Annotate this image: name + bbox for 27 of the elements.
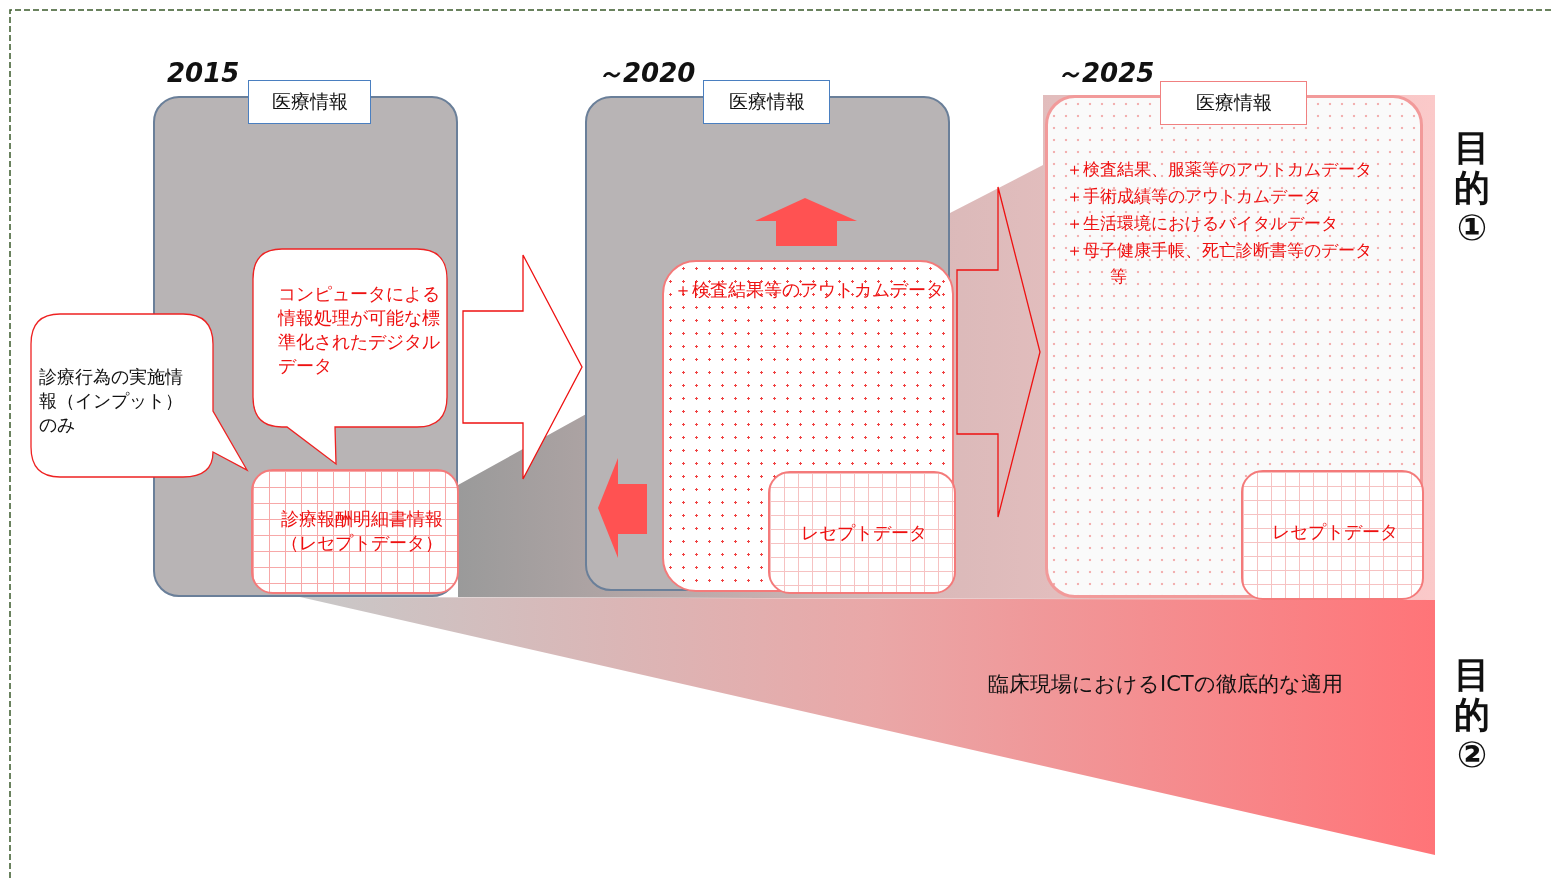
list-item: ＋母子健康手帳、死亡診断書等のデータ等 xyxy=(1066,239,1373,288)
goal-label: 目的② xyxy=(1453,655,1491,775)
year-label: ～2025 xyxy=(1056,58,1155,88)
data-box xyxy=(662,260,954,592)
box-label: ＋検査結果等のアウトカムデータ xyxy=(674,279,945,302)
title-tab: 医療情報 xyxy=(1160,81,1307,125)
list-item: ＋手術成績等のアウトカムデータ xyxy=(1066,185,1322,208)
receipt-box xyxy=(251,469,459,594)
title-tab: 医療情報 xyxy=(703,80,830,124)
box-label: 診療報酬明細書情報（レセプトデータ） xyxy=(280,508,444,555)
speech-bubble xyxy=(252,248,448,466)
box-label: レセプトデータ xyxy=(800,522,928,545)
callout-text: コンピュータによる情報処理が可能な標準化されたデジタルデータ xyxy=(278,283,441,378)
block-arrow xyxy=(956,186,1041,518)
block-arrow xyxy=(462,254,583,480)
receipt-box xyxy=(768,471,956,594)
receipt-box xyxy=(1241,470,1424,600)
box-label: レセプトデータ xyxy=(1270,521,1399,544)
goal-label: 目的① xyxy=(1453,128,1491,248)
band-label: 臨床現場におけるICTの徹底的な適用 xyxy=(988,671,1343,698)
title-tab: 医療情報 xyxy=(248,80,371,124)
callout-text: 診療行為の実施情報（インプット）のみ xyxy=(39,366,184,437)
list-item: ＋検査結果、服薬等のアウトカムデータ xyxy=(1066,158,1373,181)
year-label: ～2020 xyxy=(597,58,696,88)
year-label: 2015 xyxy=(167,58,240,88)
list-item: ＋生活環境におけるバイタルデータ xyxy=(1066,212,1339,235)
speech-bubble xyxy=(30,313,250,478)
